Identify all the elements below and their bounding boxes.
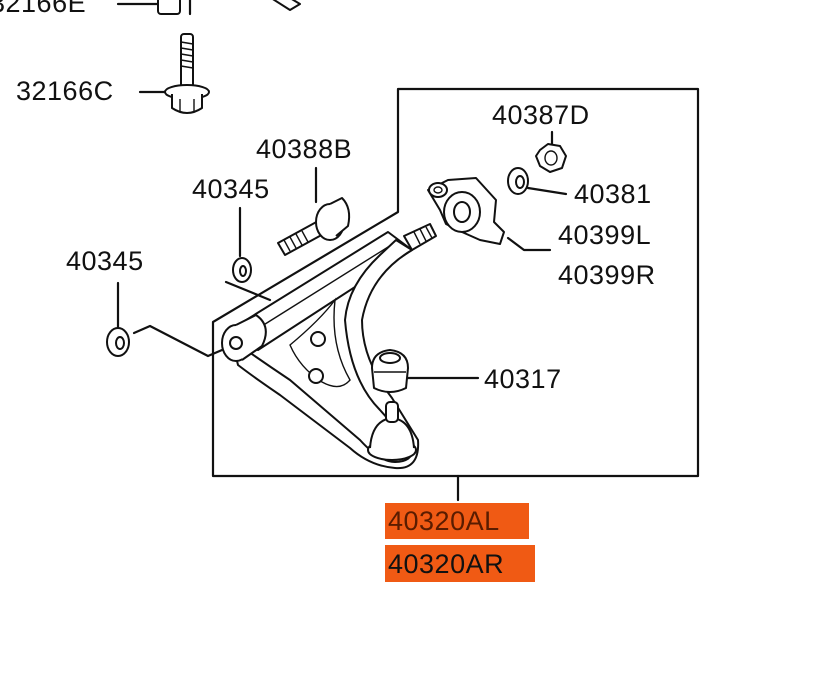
boot-40317: 40317 [371,349,562,394]
label-40381: 40381 [574,179,652,209]
bolt-32166e: 32166E [0,0,301,18]
highlight-bar-2 [385,545,535,582]
lower-control-arm [221,223,437,470]
label-40388b: 40388B [256,134,352,164]
assembly-box [211,87,700,478]
bolt-32166c: 32166C [16,33,210,114]
label-40387d: 40387D [492,100,590,130]
label-40345-center: 40345 [192,174,270,204]
label-40320al: 40320AL [388,506,500,536]
label-40320ar: 40320AR [388,549,504,579]
label-40399r: 40399R [558,260,656,290]
washer-40345-left: 40345 [66,246,224,358]
label-40317: 40317 [484,364,562,394]
label-32166c: 32166C [16,76,114,106]
bushing-40399: 40399L 40399R [427,177,656,290]
nut-40387d: 40387D [492,100,590,173]
label-40399l: 40399L [558,220,651,250]
part-number-highlight: 40320AL 40320AR [385,503,535,582]
label-32166e: 32166E [0,0,86,18]
label-40345-left: 40345 [66,246,144,276]
washer-40345-center: 40345 [192,174,272,302]
washer-40381: 40381 [507,167,652,209]
highlight-bar-1 [385,503,529,539]
bolt-40388b: 40388B [256,134,352,256]
